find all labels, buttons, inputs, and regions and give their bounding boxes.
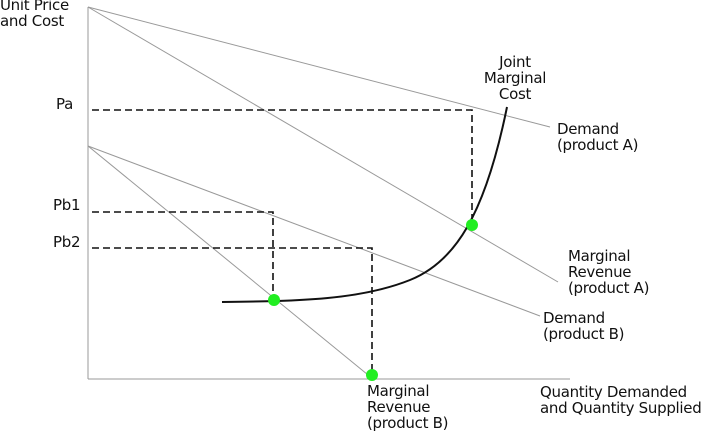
y-axis-label-line: Unit Price [0,0,69,14]
pa-label: Pa [56,95,73,113]
y-axis-label-line: and Cost [0,12,64,30]
label-line: (product B) [543,325,625,343]
label-line: Marginal [483,69,547,87]
x-axis-label-line: and Quantity Supplied [540,399,702,417]
pb2-label: Pb2 [53,233,81,251]
pb2-dashed-guide [92,247,373,375]
mr-b-line [87,145,374,380]
equilibrium-point-b2 [366,369,378,381]
pa-dashed-guide [92,109,473,225]
label-line: (product A) [557,136,639,154]
label-line: (product B) [367,414,449,432]
label-line: Demand [543,309,605,327]
demand-b-label: Demand (product B) [543,310,624,342]
label-line: Revenue [367,398,431,416]
mr-a-label: Marginal Revenue (product A) [568,248,649,296]
joint-mc-curve [221,106,508,303]
mr-b-label: Marginal Revenue (product B) [367,383,448,431]
equilibrium-point-a [466,219,478,231]
label-line: (product A) [568,279,650,297]
label-line: Revenue [568,263,632,281]
x-axis-label-line: Quantity Demanded [540,383,687,401]
y-axis-label: Unit Price and Cost [0,0,69,29]
pb1-dashed-guide [92,211,274,300]
pb1-label: Pb1 [53,196,81,214]
demand-a-label: Demand (product A) [557,121,638,153]
label-line: Marginal [367,382,430,400]
demand-b-line [87,145,541,317]
equilibrium-point-b1 [268,294,280,306]
joint-mc-label: Joint Marginal Cost [475,54,555,102]
label-line: Marginal [568,247,631,265]
label-line: Demand [557,120,619,138]
label-line: Cost [498,85,532,103]
demand-a-line [87,6,551,128]
x-axis-label: Quantity Demanded and Quantity Supplied [540,383,702,417]
label-line: Joint [499,53,531,71]
mr-a-line [87,6,559,283]
